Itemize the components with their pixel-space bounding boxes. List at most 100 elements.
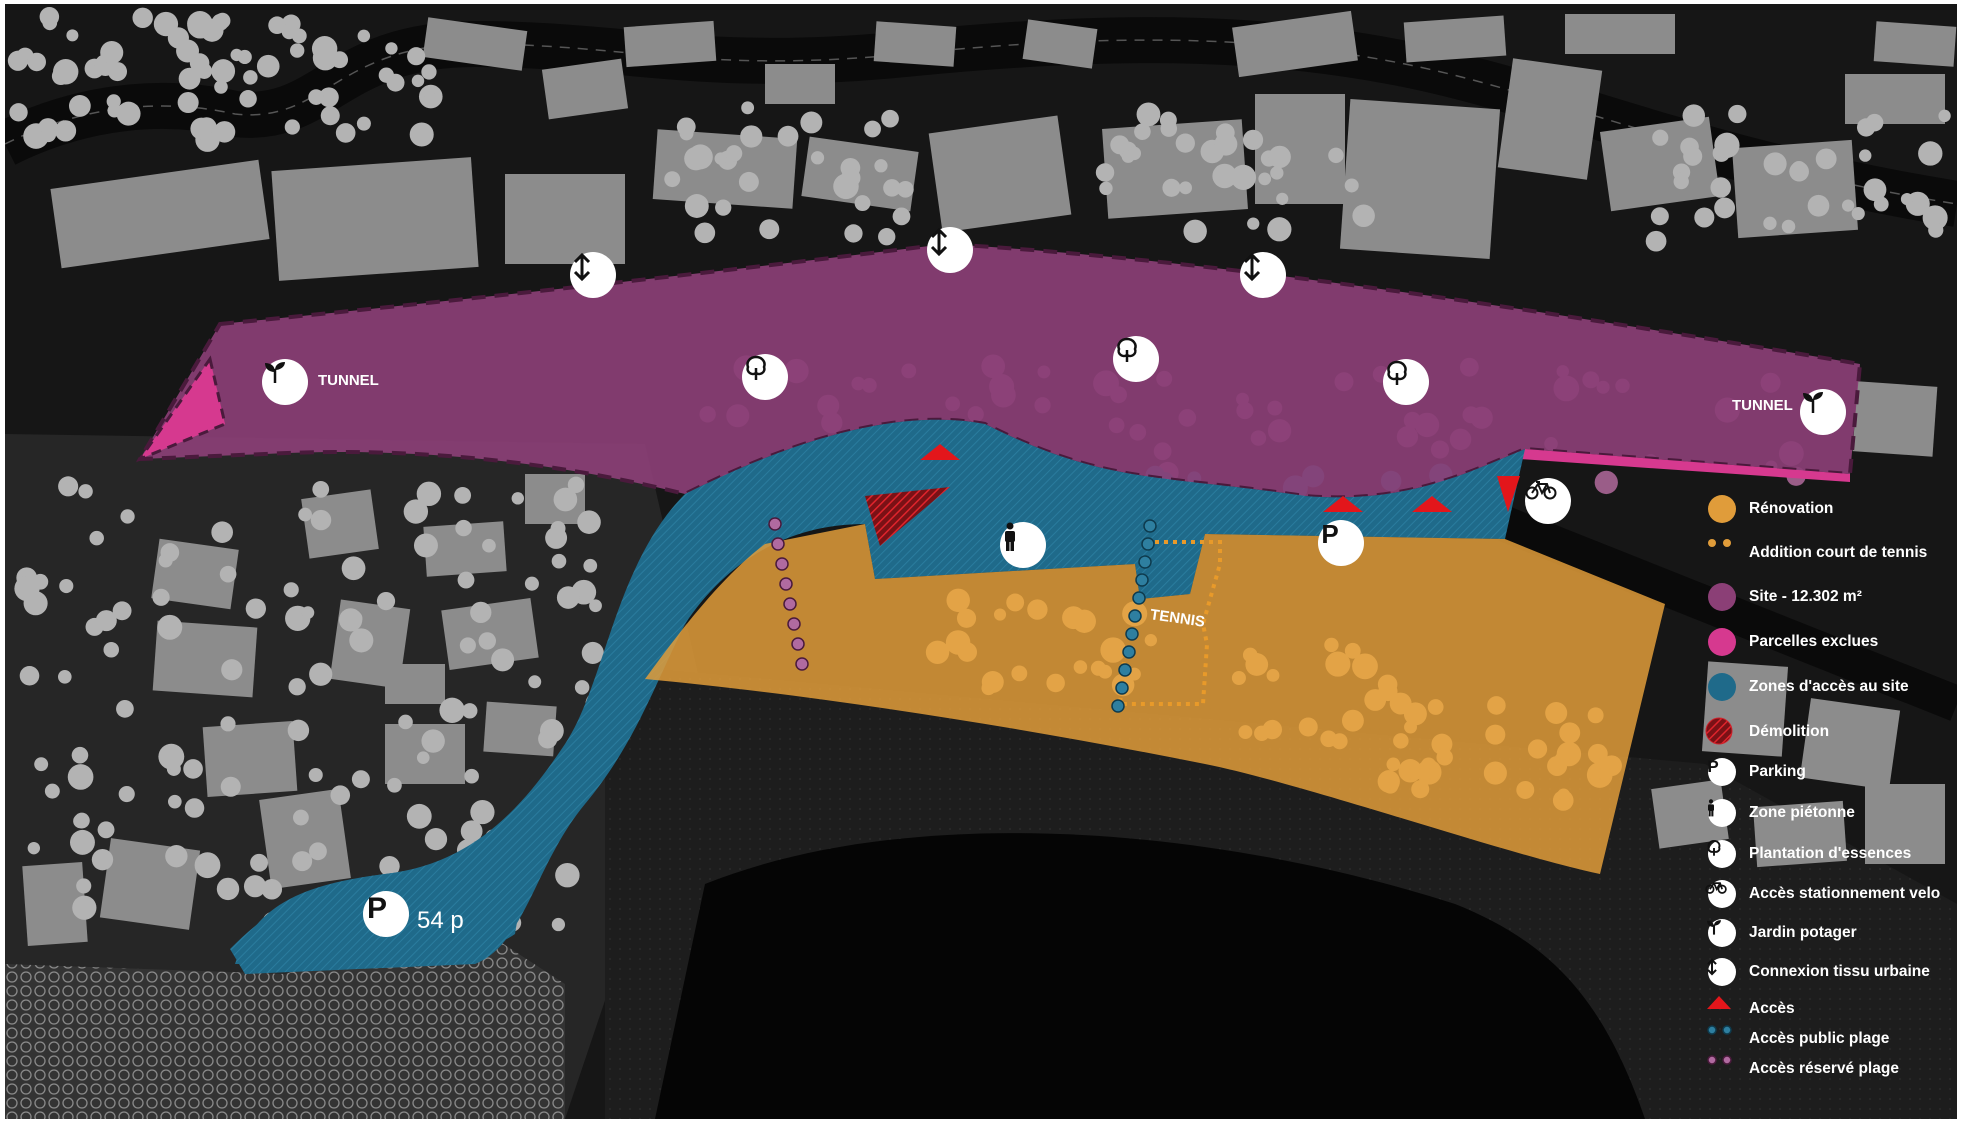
building xyxy=(1339,98,1501,260)
building xyxy=(50,159,270,269)
tree xyxy=(878,228,896,246)
building xyxy=(1565,14,1675,54)
tree xyxy=(91,848,114,871)
tree xyxy=(1276,192,1289,205)
tree xyxy=(421,729,445,753)
legend-item-pedestrian: Zone piétonne xyxy=(1705,798,1855,828)
tree xyxy=(1267,217,1292,242)
tree xyxy=(409,122,434,147)
building xyxy=(483,701,557,757)
urban-connection-icon-1 xyxy=(570,252,616,298)
tree xyxy=(214,80,228,94)
legend-item-renovation: Rénovation xyxy=(1705,494,1833,524)
tree xyxy=(230,48,243,62)
legend-item-connection: Connexion tissu urbaine xyxy=(1705,957,1930,987)
tree xyxy=(58,476,79,497)
tree xyxy=(118,785,135,803)
legend-item-reserved-beach: Accès réservé plage xyxy=(1705,1054,1899,1084)
tree xyxy=(462,703,478,719)
tennis-addition-outline xyxy=(1117,540,1222,706)
building xyxy=(1497,58,1603,180)
tree xyxy=(1214,132,1238,156)
tree xyxy=(714,152,728,165)
tree xyxy=(243,875,267,898)
tree xyxy=(1763,152,1787,176)
tree xyxy=(1162,178,1181,197)
building xyxy=(259,788,351,890)
building xyxy=(928,115,1072,233)
tree xyxy=(478,632,496,650)
tree xyxy=(211,59,236,83)
tree xyxy=(54,120,77,142)
tree xyxy=(73,812,90,829)
tree xyxy=(194,852,221,879)
building xyxy=(1232,10,1358,78)
tree xyxy=(421,64,437,80)
legend-label-parking: Parking xyxy=(1749,763,1806,780)
tree xyxy=(1179,181,1192,195)
svg-text:P: P xyxy=(1707,757,1718,775)
tree xyxy=(23,591,48,616)
tree xyxy=(189,53,210,73)
legend-item-access-zones: Zones d'accès au site xyxy=(1705,672,1909,702)
tree xyxy=(376,591,396,611)
building xyxy=(1732,139,1858,239)
reserved-beach-swatch xyxy=(1707,1055,1732,1065)
legend-label-garden: Jardin potager xyxy=(1749,924,1857,941)
tree xyxy=(406,803,432,829)
parking-lot-icon: P xyxy=(363,891,409,937)
public-beach-dot xyxy=(1115,681,1129,695)
tree xyxy=(287,719,310,742)
building xyxy=(873,21,957,67)
tennis-addition-swatch xyxy=(1708,539,1731,547)
tree xyxy=(1268,145,1291,169)
tree xyxy=(741,101,755,115)
tree xyxy=(574,680,590,695)
connection-legend-icon xyxy=(1707,958,1736,986)
tree xyxy=(1183,219,1207,243)
tree xyxy=(211,13,229,31)
tree xyxy=(1110,135,1130,155)
tree xyxy=(725,145,743,162)
tree xyxy=(309,842,327,861)
building xyxy=(1852,381,1938,457)
public-beach-dot xyxy=(1132,591,1146,605)
tree xyxy=(76,878,92,894)
pedestrian-zone-icon xyxy=(1000,522,1046,568)
building xyxy=(541,58,629,120)
legend-label-demolition: Démolition xyxy=(1749,723,1830,740)
access-marker-4 xyxy=(1497,476,1520,512)
tree xyxy=(1099,181,1113,196)
tree xyxy=(581,641,604,664)
trees-layer xyxy=(7,6,1951,947)
tree xyxy=(34,757,49,772)
tree xyxy=(1900,193,1913,206)
tree xyxy=(335,123,356,143)
tree xyxy=(239,90,257,108)
buildings-layer xyxy=(22,10,1957,946)
building xyxy=(1651,779,1729,849)
tree xyxy=(854,195,871,212)
legend-label-access: Accès xyxy=(1749,1000,1795,1017)
tree xyxy=(759,219,780,240)
tree xyxy=(320,106,340,126)
reserved-beach-dot xyxy=(768,517,782,531)
building xyxy=(1403,15,1507,63)
tree xyxy=(892,207,911,226)
tree xyxy=(385,42,398,55)
tree xyxy=(482,538,496,553)
tree xyxy=(583,558,598,573)
tree xyxy=(800,111,823,134)
building xyxy=(423,521,507,577)
legend-item-site: Site - 12.302 m² xyxy=(1705,582,1862,612)
tree xyxy=(1938,109,1951,123)
tree xyxy=(551,917,566,932)
tree xyxy=(1789,161,1809,182)
building xyxy=(1865,784,1945,864)
tree xyxy=(1815,148,1837,170)
tree xyxy=(319,87,339,108)
building xyxy=(301,489,379,559)
tree xyxy=(95,610,117,632)
tree xyxy=(423,92,439,107)
legend-label-excluded: Parcelles exclues xyxy=(1749,633,1879,650)
